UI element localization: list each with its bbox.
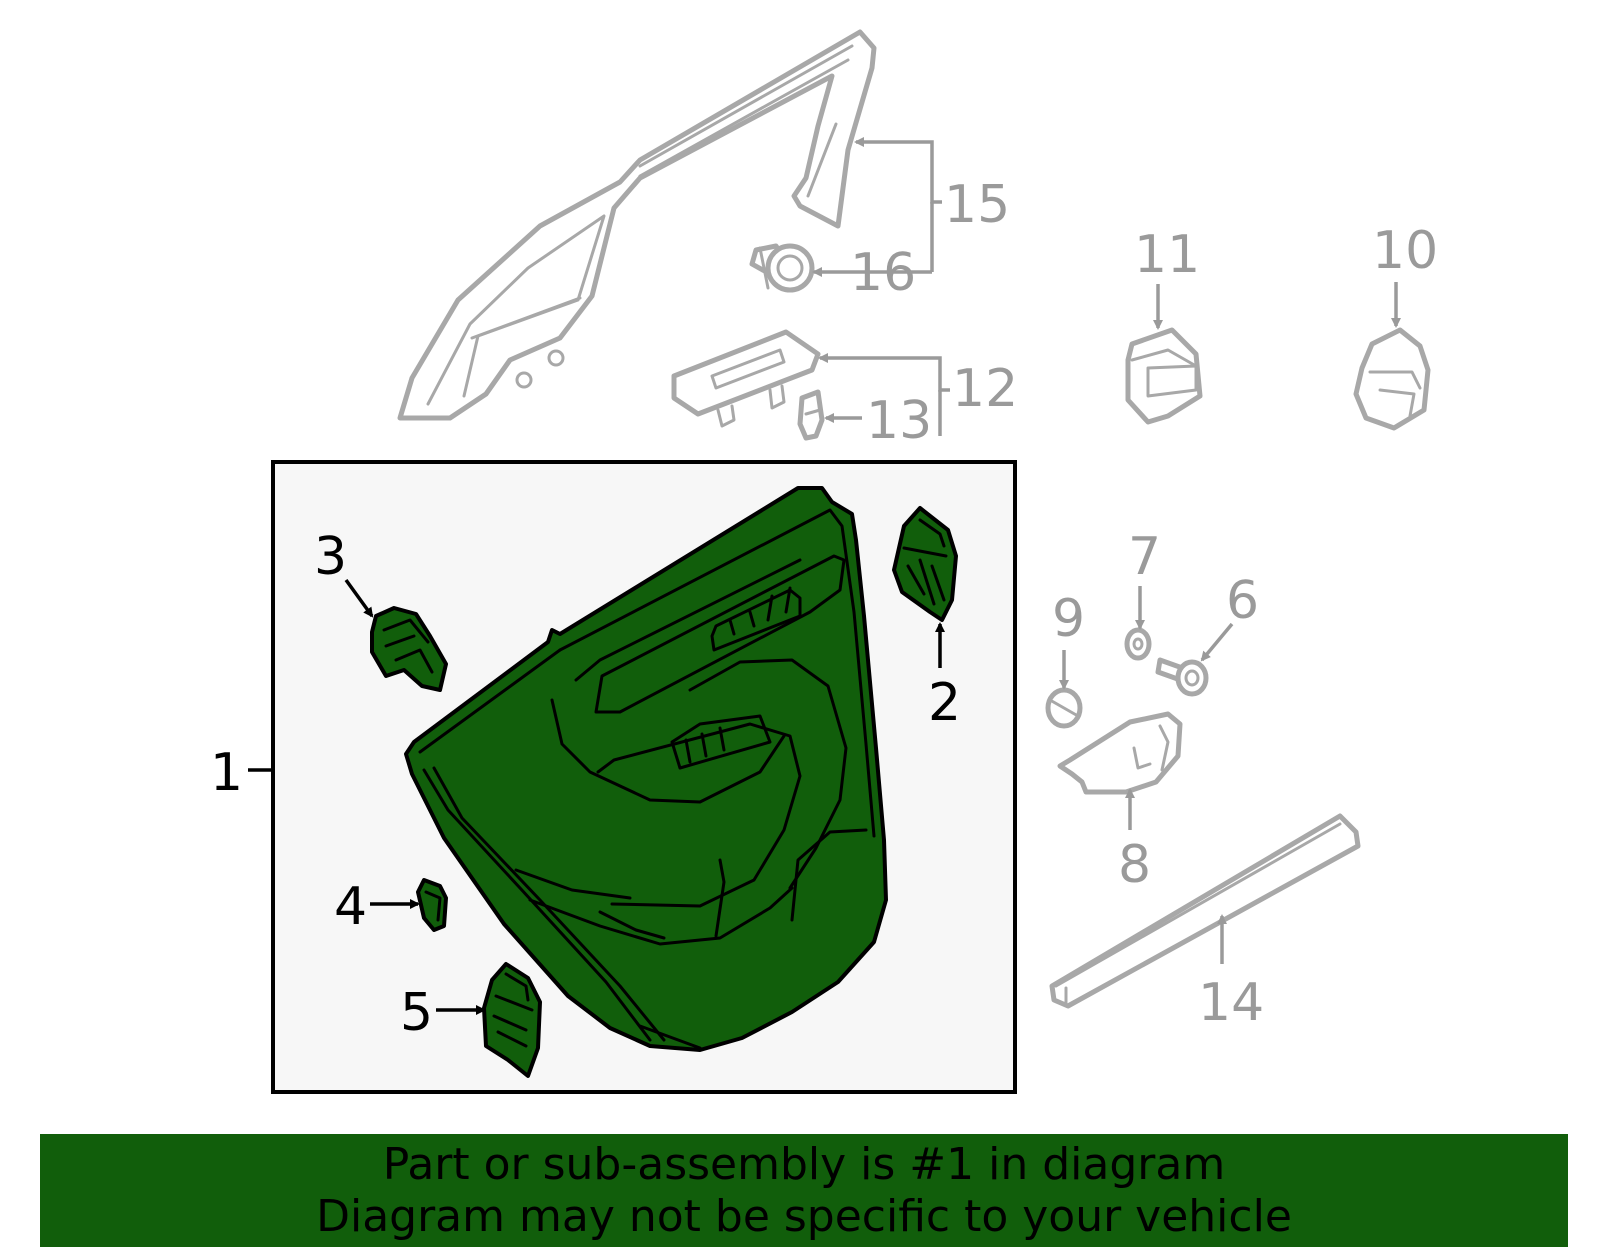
screw-part-6	[1155, 657, 1209, 697]
callout-16: 16	[850, 243, 916, 303]
clip-part-4	[416, 878, 448, 932]
callout-13: 13	[866, 391, 932, 451]
retainer-part-2	[892, 506, 958, 622]
handle-bracket-part-8	[1057, 711, 1183, 795]
callout-1: 1	[210, 743, 243, 803]
washer-part-7	[1124, 627, 1152, 661]
banner-line-1: Part or sub-assembly is #1 in diagram	[382, 1138, 1226, 1190]
leader-15	[854, 137, 942, 204]
callout-10: 10	[1372, 221, 1438, 281]
switch-bezel-part-12	[671, 329, 821, 428]
info-banner: Part or sub-assembly is #1 in diagram Di…	[40, 1134, 1568, 1247]
callout-6: 6	[1226, 571, 1259, 631]
callout-8: 8	[1118, 835, 1151, 895]
clip-part-13	[797, 389, 825, 441]
plug-part-9	[1045, 687, 1083, 729]
window-frame-part-15	[397, 29, 877, 421]
callout-12: 12	[952, 359, 1018, 419]
callout-14: 14	[1198, 973, 1264, 1033]
door-trim-panel-part-1	[404, 486, 888, 1052]
callout-3: 3	[314, 527, 347, 587]
callout-9: 9	[1052, 589, 1085, 649]
callout-2: 2	[928, 673, 961, 733]
retainer-part-3	[370, 606, 448, 692]
callout-5: 5	[400, 983, 433, 1043]
switch-part-11	[1125, 327, 1203, 425]
leader-3	[344, 578, 374, 618]
leader-6	[1200, 622, 1234, 662]
callout-15: 15	[944, 175, 1010, 235]
callout-7: 7	[1128, 527, 1161, 587]
retainer-part-5	[482, 962, 542, 1078]
clip-part-16	[749, 243, 815, 293]
banner-line-2: Diagram may not be specific to your vehi…	[316, 1190, 1292, 1242]
sill-strip-part-14	[1049, 813, 1361, 1009]
callout-11: 11	[1134, 225, 1200, 285]
switch-part-10	[1353, 327, 1431, 431]
leader-12	[818, 353, 950, 392]
callout-4: 4	[334, 877, 367, 937]
